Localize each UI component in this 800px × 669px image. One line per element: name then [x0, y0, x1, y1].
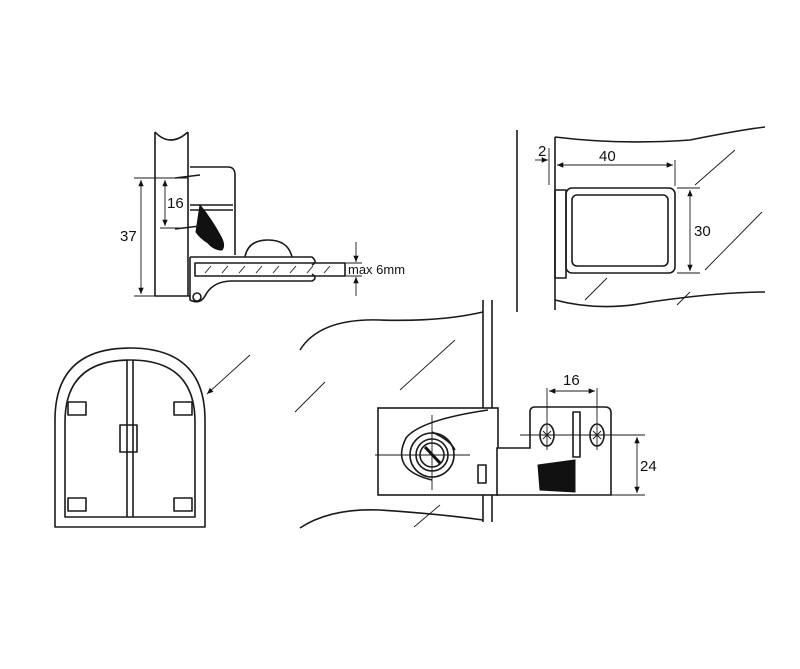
side-view-section: 37 16 max 6mm: [120, 131, 405, 303]
pointer-arrow: [206, 354, 251, 395]
hinge-body: [190, 166, 236, 255]
mounting-screws: [174, 174, 201, 230]
pivot-hole: [192, 292, 202, 302]
dimension-2-label: 2: [538, 143, 546, 160]
max-thickness-label: max 6mm: [348, 262, 405, 277]
glass-extension-lines: [345, 262, 362, 277]
extension-lines: [548, 148, 700, 274]
dimension-24-label: 24: [640, 458, 657, 475]
spring-clip: [195, 203, 225, 251]
cabinet-wall: [154, 131, 190, 297]
glass-reflection-lines: [294, 339, 456, 528]
dimension-30-label: 30: [694, 223, 711, 240]
hinge-top-right: [173, 401, 193, 416]
hinge-body-outline: [565, 187, 676, 274]
cabinet-front-view: [54, 347, 251, 528]
arched-cabinet-inner: [64, 359, 196, 518]
top-view-section: 2 40 30: [516, 126, 766, 312]
dimension-40-label: 40: [599, 148, 616, 165]
glass-hatching: [204, 265, 331, 274]
dimension-37-label: 37: [120, 228, 137, 245]
hinge-body-inner: [571, 194, 669, 267]
clamp-plate: [554, 189, 567, 279]
extension-lines: [134, 177, 188, 297]
hinge-top-left: [67, 401, 87, 416]
glass-panel-outline: [554, 126, 766, 310]
hinge-bottom-right: [173, 497, 193, 512]
hinge-bottom-left: [67, 497, 87, 512]
glass-shelf: [194, 262, 346, 277]
rubber-stop: [537, 459, 576, 493]
dimension-16-label: 16: [563, 372, 580, 389]
hinge-wall-part: [496, 406, 612, 496]
arched-cabinet-outer: [54, 347, 206, 528]
door-handle: [119, 424, 138, 453]
pivot-pin: [477, 464, 487, 484]
glass-reflection-lines: [584, 149, 763, 306]
dimension-16-label: 16: [167, 195, 184, 212]
glass-door-outline: [299, 311, 484, 529]
fixing-screw-head: [244, 239, 293, 258]
hinge-front-detail: 16 24: [294, 300, 657, 529]
door-split: [126, 360, 134, 517]
hinge-slot: [572, 411, 581, 458]
center-lines: [375, 415, 470, 490]
extension-lines: [520, 388, 645, 496]
